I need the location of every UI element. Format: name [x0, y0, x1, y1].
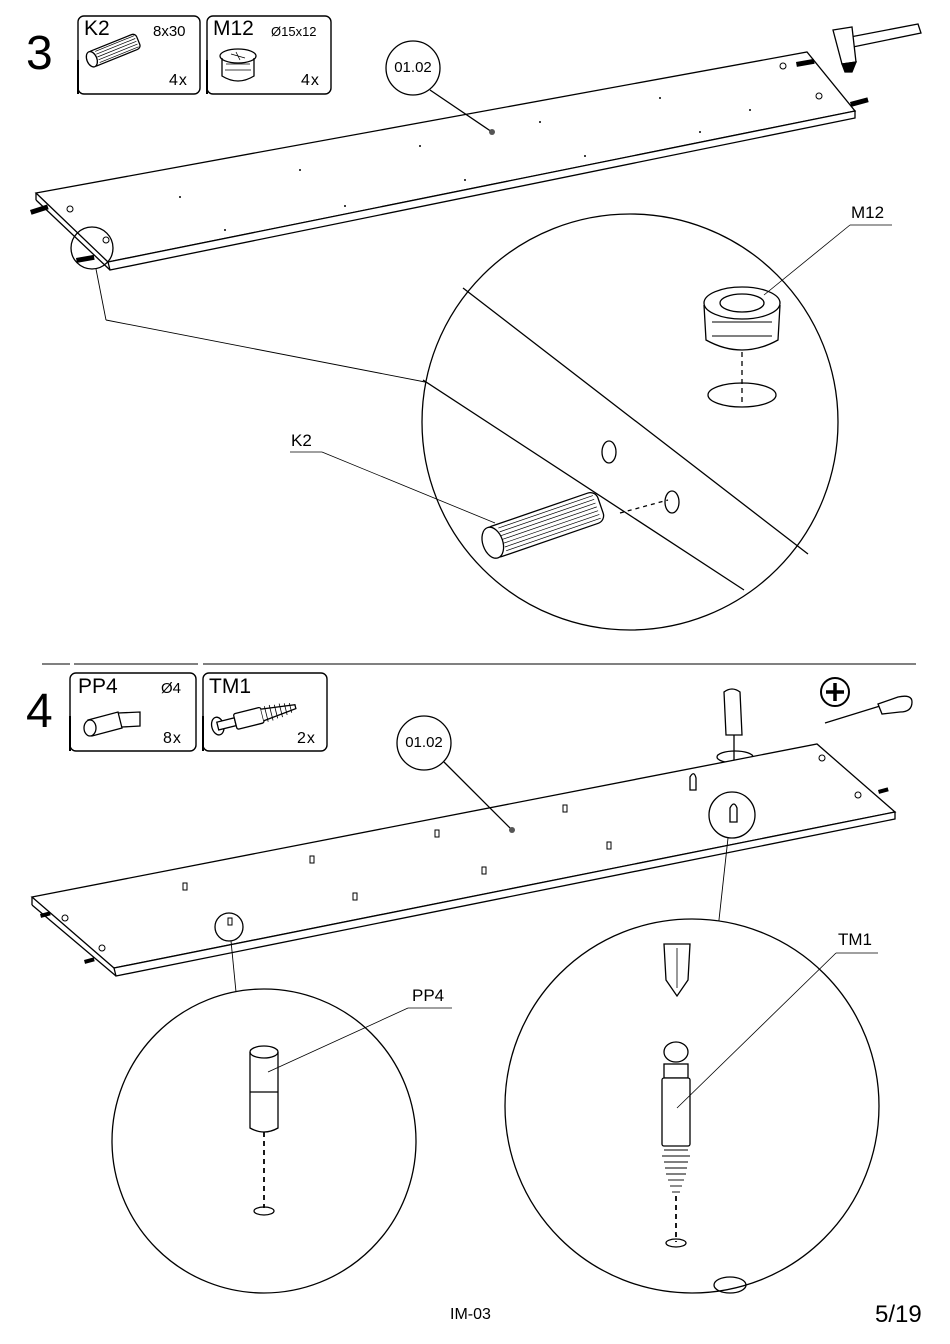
cam-lock-icon — [220, 49, 256, 81]
shelf-pin-icon — [84, 712, 140, 736]
part-code: TM1 — [209, 675, 251, 699]
part-code: PP4 — [78, 675, 118, 699]
detail-zoom-step3 — [71, 214, 838, 630]
panel-reference: 01.02 — [386, 59, 440, 76]
part-code: K2 — [84, 17, 110, 41]
part-dimension: Ø4 — [161, 680, 181, 697]
detail-zoom-pp4 — [112, 913, 416, 1293]
panel-01-02-step3 — [30, 52, 869, 270]
panel-reference: 01.02 — [397, 734, 451, 751]
document-code: IM-03 — [450, 1306, 491, 1324]
part-quantity: 8x — [163, 730, 182, 748]
part-dimension: 8x30 — [153, 23, 186, 40]
step-number: 3 — [26, 30, 53, 78]
callout-label: PP4 — [412, 986, 444, 1006]
part-quantity: 4x — [301, 72, 320, 90]
page-number: 5/19 — [875, 1301, 922, 1329]
hammer-icon — [833, 24, 921, 72]
cam-bolt-icon — [210, 698, 298, 736]
part-quantity: 2x — [297, 730, 316, 748]
phillips-screwdriver-icon — [821, 678, 912, 723]
callout-label: M12 — [851, 203, 884, 223]
callout-label: K2 — [291, 431, 312, 451]
part-code: M12 — [213, 17, 254, 41]
part-quantity: 4x — [169, 72, 188, 90]
callout-label: TM1 — [838, 930, 872, 950]
part-dimension: Ø15x12 — [271, 24, 317, 39]
step-number: 4 — [26, 688, 53, 736]
